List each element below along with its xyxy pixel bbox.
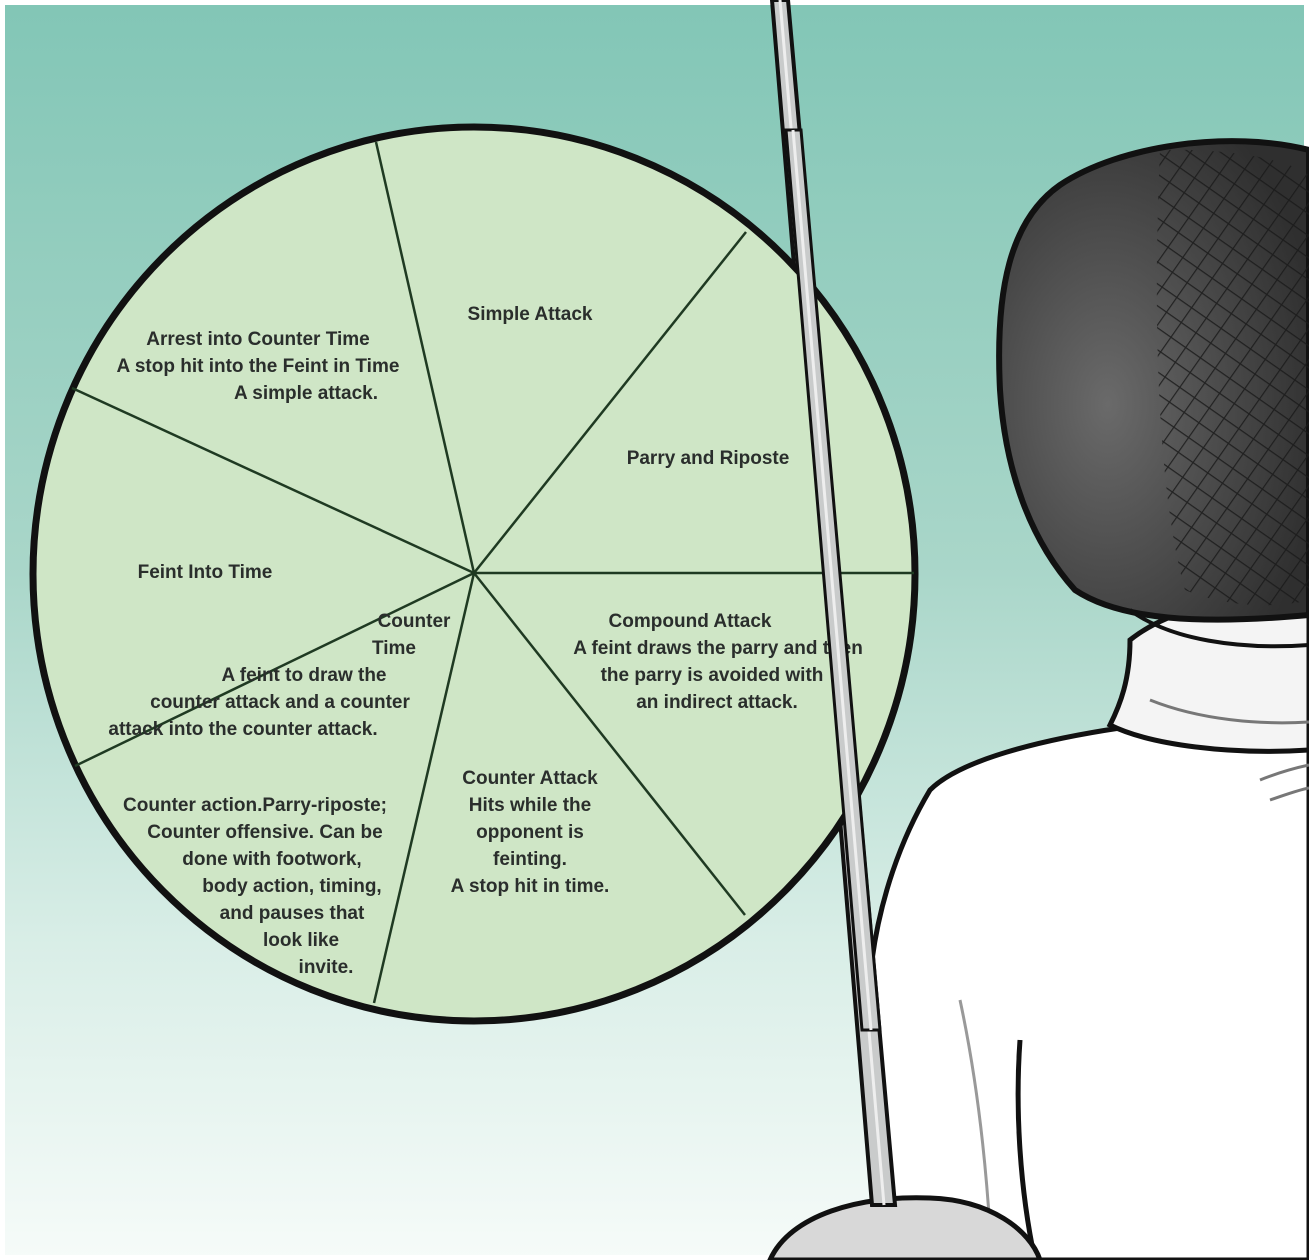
segment-label-line: Arrest into Counter Time	[146, 329, 369, 350]
segment-label-line: look like	[263, 930, 339, 951]
segment-label-line: Compound Attack	[609, 611, 772, 632]
segment-label-parry-and-riposte: Parry and Riposte	[627, 448, 790, 469]
segment-label-line: Counter Attack	[462, 768, 598, 789]
segment-label-line: feinting.	[493, 849, 567, 870]
segment-label-line: body action, timing,	[202, 876, 381, 897]
segment-label-line: counter attack and a counter	[150, 692, 410, 713]
segment-label-line: invite.	[299, 957, 354, 978]
segment-label-line: A simple attack.	[234, 383, 378, 404]
segment-label-line: A feint to draw the	[221, 665, 386, 686]
segment-label-line: A stop hit in time.	[451, 876, 610, 897]
segment-label-line: A stop hit into the Feint in Time	[117, 356, 400, 377]
segment-label-line: Feint Into Time	[138, 562, 273, 583]
segment-label-line: done with footwork,	[182, 849, 361, 870]
fencer-jacket	[869, 728, 1309, 1260]
segment-label-line: attack into the counter attack.	[108, 719, 377, 740]
segment-label-line: Hits while the	[469, 795, 591, 816]
segment-label-simple-attack: Simple Attack	[468, 304, 593, 325]
segment-label-line: Counter offensive. Can be	[147, 822, 382, 843]
segment-label-feint-into-time: Feint Into Time	[138, 562, 273, 583]
segment-label-line: Parry and Riposte	[627, 448, 790, 469]
segment-label-line: Counter	[378, 611, 451, 632]
segment-label-line: Simple Attack	[468, 304, 593, 325]
segment-label-line: Counter action.Parry-riposte;	[123, 795, 387, 816]
segment-label-line: the parry is avoided with	[601, 665, 824, 686]
segment-label-line: and pauses that	[220, 903, 365, 924]
segment-label-line: an indirect attack.	[636, 692, 798, 713]
segment-label-line: opponent is	[476, 822, 584, 843]
segment-label-line: Time	[372, 638, 416, 659]
segment-label-line: A feint draws the parry and then	[573, 638, 863, 659]
